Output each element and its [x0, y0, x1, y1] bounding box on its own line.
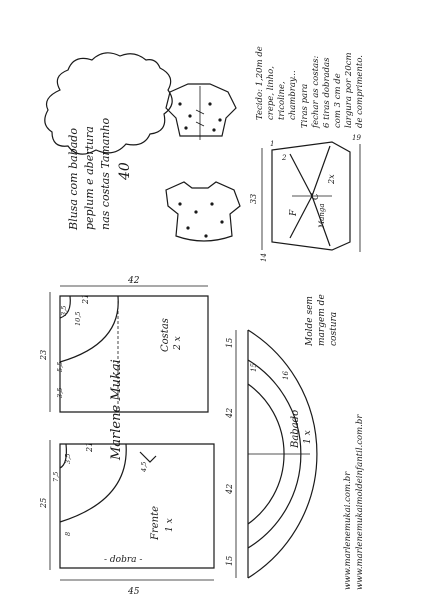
- mold-note-1: Molde sem: [305, 296, 315, 347]
- babado-label: Babado: [290, 410, 301, 449]
- babado-count: 1 x: [303, 430, 313, 444]
- fabric-note: Tecido: 1,20m de crepe, linho, tricoline…: [255, 46, 298, 120]
- sleeve-label-center: C: [311, 193, 321, 200]
- sleeve-pattern: F C 2x Manga 1 2 19 33 14: [249, 134, 361, 262]
- babado-measure-span: 42: [225, 484, 234, 495]
- costas-pattern: Costas 2 x 42 21 3,5 10,5 23 5,5 3,5: [39, 276, 209, 413]
- ties-note-2: fechar as costas:: [311, 56, 321, 129]
- costas-measure-neck-w: 10,5: [74, 312, 82, 326]
- costas-measure-side: 3,5: [56, 388, 64, 398]
- urls: www.marlenemukai.com.br www.marlenemukai…: [343, 414, 365, 590]
- babado-measure-r-mid: 42: [225, 408, 234, 419]
- blouse-front-sketch: [165, 181, 241, 242]
- costas-measure-armhole: 5,5: [56, 362, 64, 372]
- sleeve-label-back: 2x: [327, 174, 336, 185]
- url-2: www.marlenemukaimoldeinfantil.com.br: [355, 414, 365, 590]
- title-line-2: peplum e abertura: [83, 126, 96, 230]
- title-line-1: Blusa com babado: [67, 128, 80, 231]
- mold-note: Molde sem margem de costura: [305, 294, 339, 347]
- mold-note-3: costura: [329, 312, 339, 346]
- frente-pattern: Frente 1 x - dobra - 45 21 3,5 7,5 25 8 …: [39, 440, 215, 597]
- sleeve-measure-top: 1: [270, 140, 274, 148]
- frente-measure-half-bust: 25: [39, 498, 48, 509]
- costas-measure-width: 42: [127, 276, 140, 286]
- ties-note-4: com 3 cm de: [333, 73, 343, 128]
- babado-measure-r-bottom: 15: [225, 556, 234, 566]
- blouse-back-sketch: [165, 83, 237, 140]
- babado-measure-arc: 16: [282, 371, 290, 380]
- ties-note-5: largura por 20cm: [344, 52, 354, 128]
- costas-measure-shoulder: 21: [81, 294, 90, 305]
- ties-note-1: Tiras para: [300, 84, 310, 128]
- frente-count: 1 x: [165, 518, 175, 532]
- frente-fold: - dobra -: [104, 555, 142, 565]
- frente-label: Frente: [150, 506, 161, 541]
- sleeve-label-lower: Manga: [318, 203, 326, 229]
- mold-note-2: margem de: [317, 294, 327, 346]
- title-line-4: 40: [117, 162, 133, 181]
- signature-text: Marlene Mukai: [109, 359, 124, 461]
- title-line-3: nas costas Tamanho: [99, 117, 112, 230]
- costas-count: 2 x: [173, 336, 183, 351]
- fabric-note-1: Tecido: 1,20m de: [255, 46, 265, 120]
- babado-measure-inner: 15: [250, 363, 258, 372]
- frente-measure-neck-drop: 3,5: [64, 454, 72, 464]
- costas-measure-half-bust: 23: [39, 350, 48, 361]
- frente-measure-armhole: 8: [64, 532, 72, 536]
- sleeve-measure-left: 2: [281, 154, 287, 162]
- fabric-note-4: chambray...: [288, 70, 298, 120]
- babado-pattern: Babado 1 x 15 42 15 42 15 16: [225, 329, 318, 579]
- frente-measure-neck-w: 7,5: [52, 472, 60, 482]
- costas-label: Costas: [160, 318, 171, 352]
- frente-measure-shoulder: 21: [85, 442, 94, 453]
- url-1: www.marlenemukai.com.br: [343, 471, 353, 590]
- costas-measure-neck-drop: 3,5: [60, 306, 68, 316]
- sleeve-measure-side: 14: [260, 253, 268, 262]
- frente-measure-detail: 4,5: [140, 462, 148, 473]
- title-cloud: Blusa com babado peplum e abertura nas c…: [44, 52, 173, 231]
- sleeve-label-front: F: [289, 209, 299, 217]
- ties-note-3: 6 tiras dobradas: [322, 57, 332, 128]
- sleeve-measure-right: 19: [352, 134, 361, 142]
- fabric-note-2: crepe, linho,: [266, 66, 276, 120]
- fabric-note-3: tricoline,: [277, 81, 287, 120]
- frente-measure-width: 45: [127, 587, 140, 597]
- babado-measure-r-top: 15: [225, 338, 234, 348]
- signature: Marlene Mukai: [109, 359, 124, 461]
- ties-note-6: de comprimento.: [355, 55, 365, 128]
- sleeve-measure-width: 33: [249, 194, 258, 204]
- ties-note: Tiras para fechar as costas: 6 tiras dob…: [300, 52, 365, 129]
